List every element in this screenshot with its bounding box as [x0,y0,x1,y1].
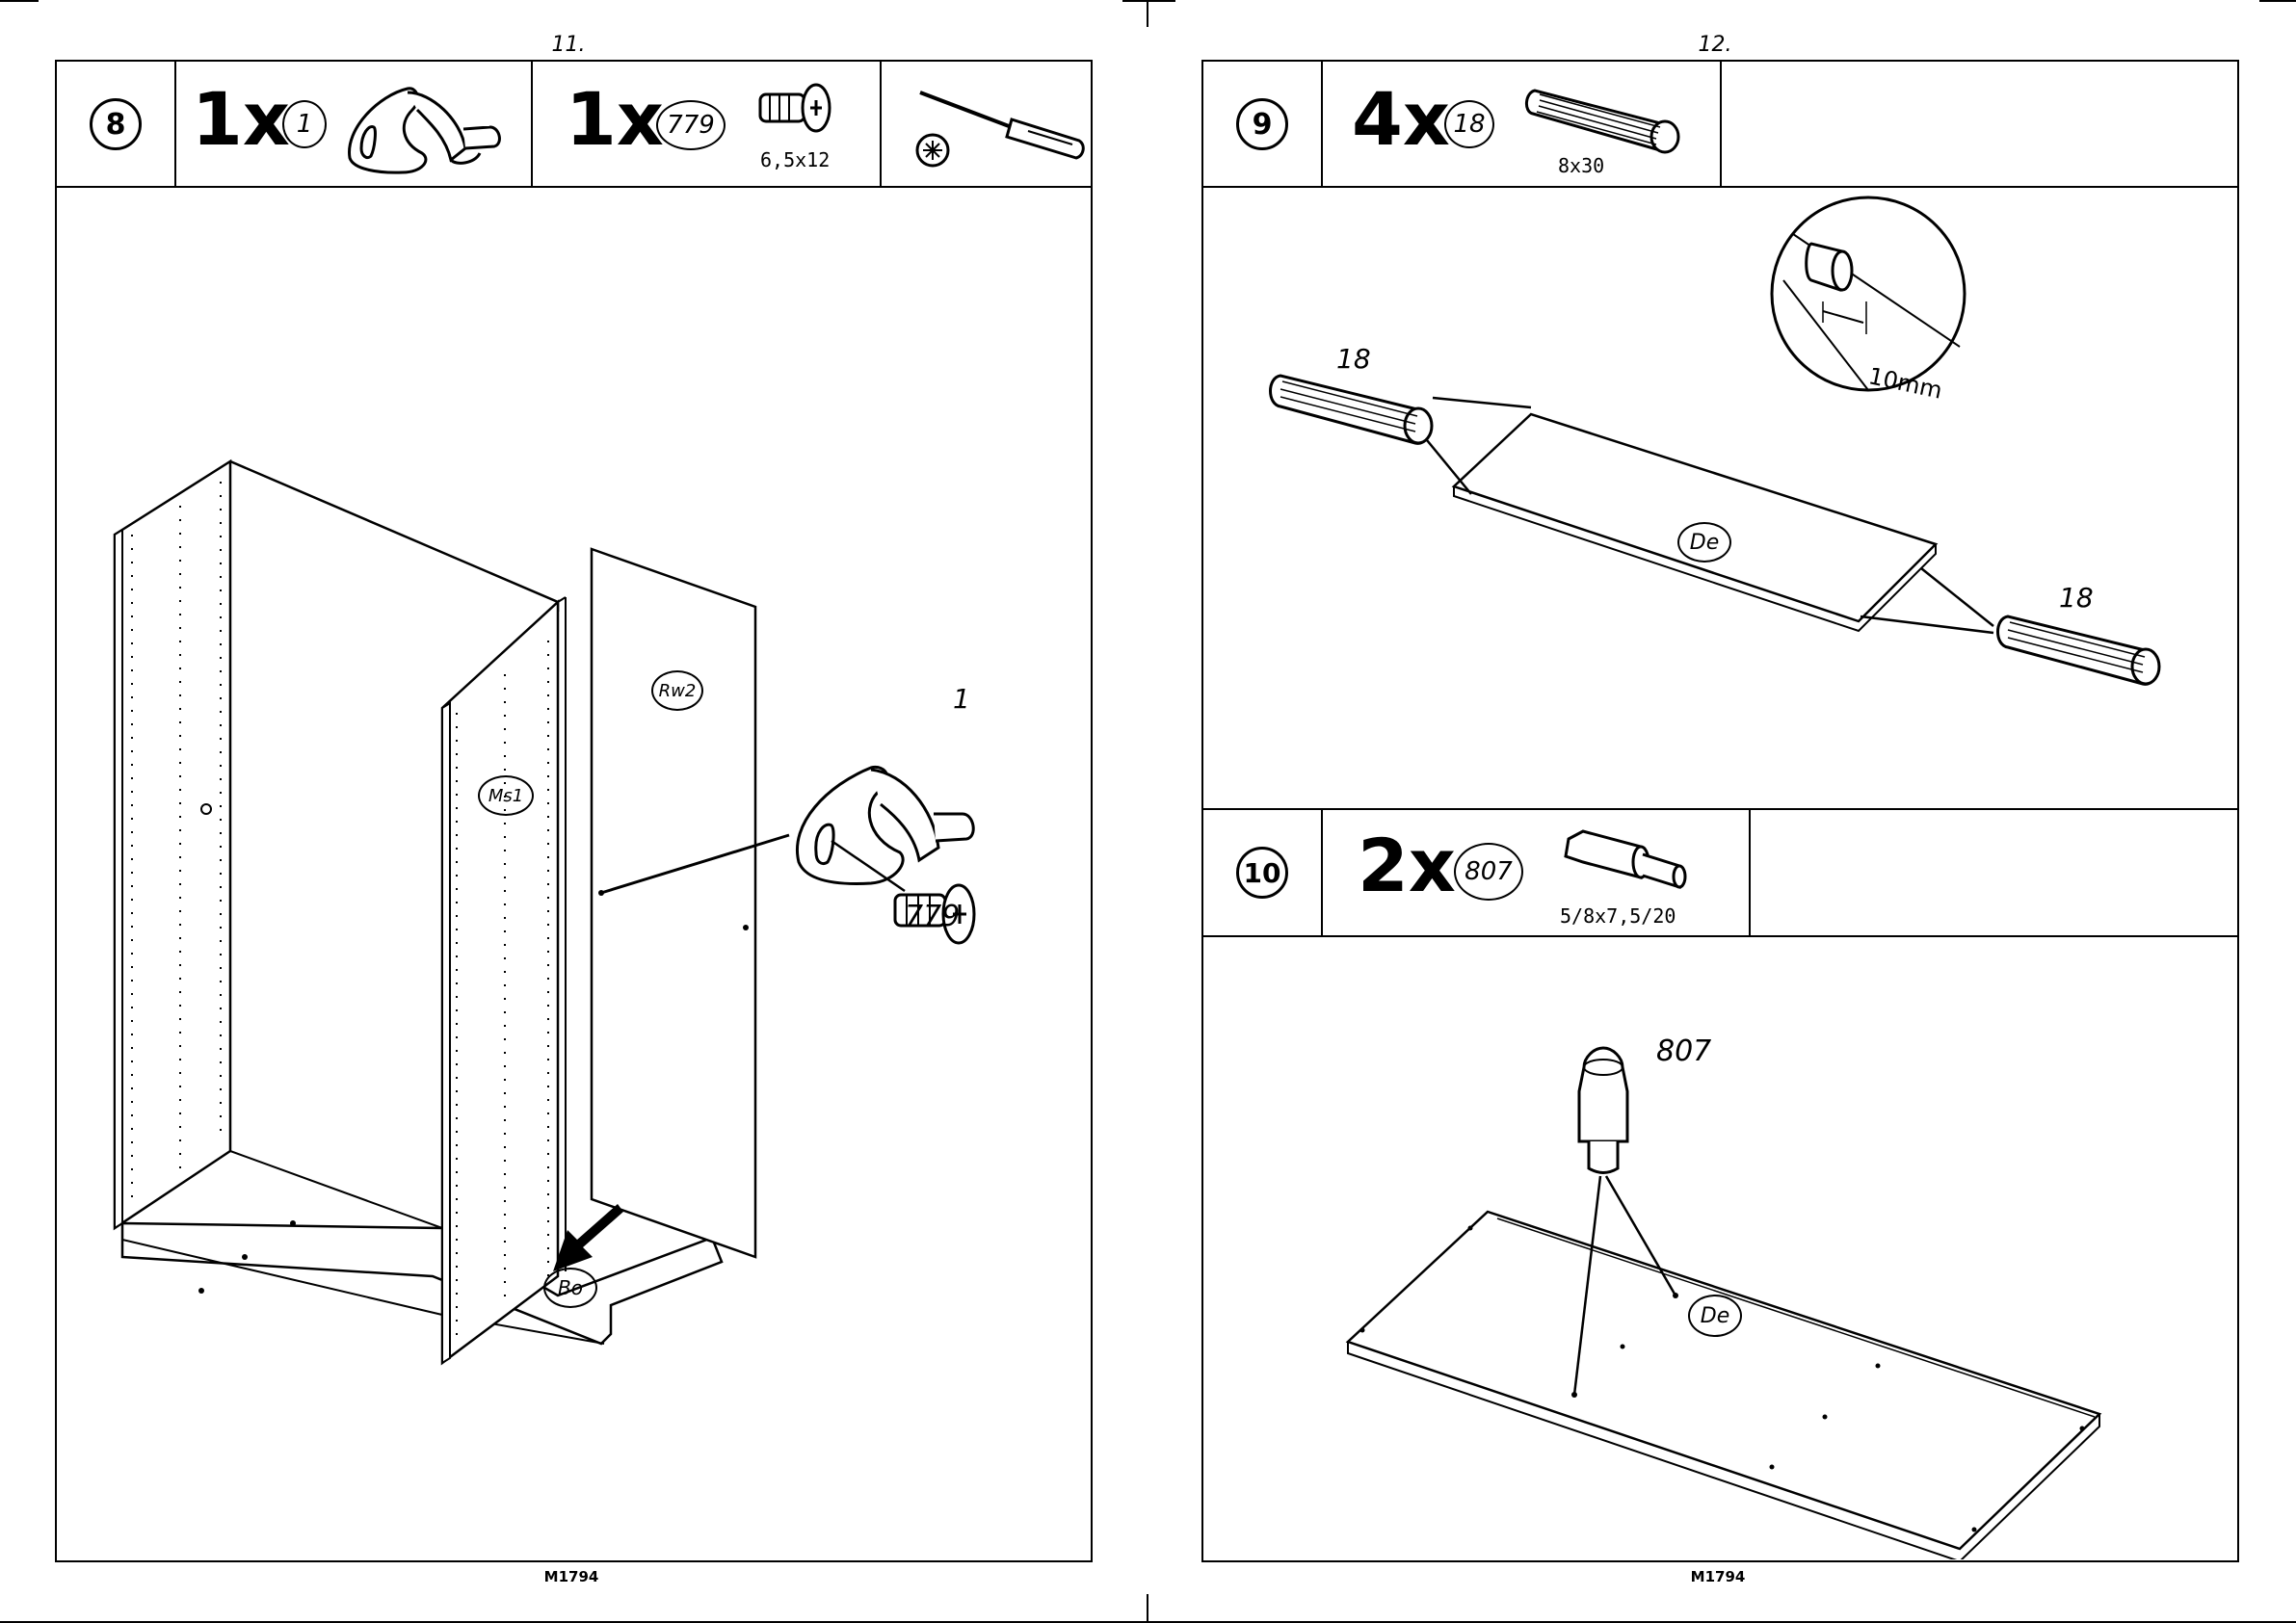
part-number: 1 [282,100,327,148]
cabinet-assembly-illustration [57,188,1091,1560]
model-number: M1794 [523,1568,620,1585]
part-quantity: 1x [192,83,290,156]
fitting-label: 1 [953,683,970,715]
rear-wall-label: Rw2 [651,670,703,711]
crop-mark [1147,1594,1148,1623]
part-cell-1: 4x 18 8x30 [1323,62,1722,186]
cam-fitting-icon [340,71,523,182]
page-frame-right: 9 4x 18 8x30 [1201,60,2239,1562]
step-10-header: 10 2x 807 5/8x7,5/20 [1203,808,2237,937]
tool-cell [882,62,1091,186]
dowel-icon [1516,71,1689,158]
step-number: 9 [1236,98,1288,150]
shelf-label: De [1677,522,1731,563]
part-cell-1: 2x 807 5/8x7,5/20 [1323,810,1751,935]
pin-label: 807 [1656,1034,1711,1068]
page-number: 12. [1667,33,1763,57]
screw-icon [752,83,839,141]
crop-mark [0,0,39,2]
step-number-cell: 8 [57,62,176,186]
part-quantity: 2x [1358,829,1456,903]
screwdriver-icon [901,81,1094,177]
shelf-pin-icon [1554,820,1699,906]
part-size: 6,5x12 [760,148,830,171]
part-number: 807 [1454,843,1523,901]
part-quantity: 1x [566,83,664,156]
part-size: 5/8x7,5/20 [1560,904,1676,928]
part-size: 8x30 [1558,154,1604,177]
part-number: 779 [656,100,726,150]
step-number: 8 [90,98,142,150]
step-number-cell: 9 [1203,62,1323,186]
crop-mark [2259,0,2296,2]
model-number: M1794 [1670,1568,1766,1585]
part-cell-1: 1x 1 [176,62,533,186]
page-number: 11. [520,33,617,57]
step-9-header: 9 4x 18 8x30 [1203,62,2237,188]
screw-label: 779 [905,900,960,933]
part-cell-2: 1x 779 6,5x12 [533,62,882,186]
dowel-left-label: 18 [1336,343,1371,375]
shelf-label: De [1688,1295,1742,1337]
shelf-pin-illustration [1203,937,2237,1559]
crop-mark [1147,0,1148,27]
bottom-label: Bo [543,1268,597,1308]
page-frame-left: 8 1x 1 1x 779 6,5x12 [55,60,1093,1562]
dowel-right-label: 18 [2059,582,2094,614]
step-number-cell: 10 [1203,810,1323,935]
step-8-header: 8 1x 1 1x 779 6,5x12 [57,62,1091,188]
crop-mark [1122,0,1175,2]
part-number: 18 [1444,100,1494,148]
mid-side-label: Ms1 [478,775,534,816]
step-number: 10 [1236,847,1288,899]
part-quantity: 4x [1352,83,1450,156]
